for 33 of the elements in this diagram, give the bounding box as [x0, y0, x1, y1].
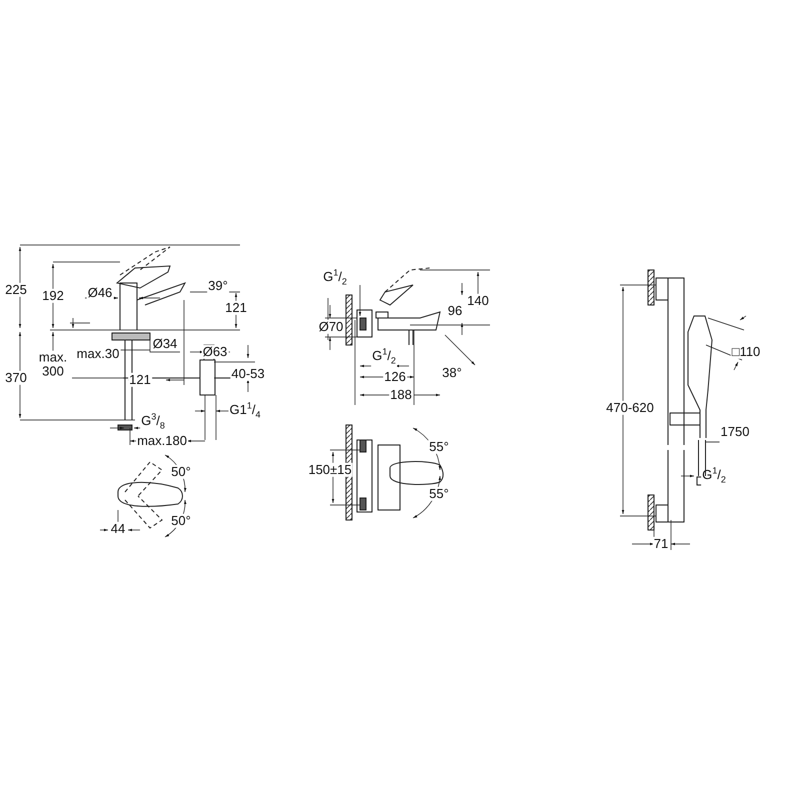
dimension-label: 40-53	[230, 366, 266, 382]
dimension-label: 39°	[207, 278, 229, 294]
dimension-label: Ø46	[86, 286, 114, 300]
dimension-label: 370	[4, 370, 28, 386]
dimension-label: max.30	[76, 346, 120, 362]
dimension-label: max.180	[136, 434, 188, 448]
dimension-label: 140	[466, 294, 490, 308]
dimension-label: 96	[446, 304, 464, 318]
dimension-label: □110	[730, 344, 762, 360]
dimension-label: G$^{1}$/$_{2}$	[701, 466, 727, 486]
dimension-label: 192	[41, 288, 65, 304]
dimension-label: 44	[110, 522, 126, 536]
dimension-label: 225	[4, 282, 28, 298]
dimension-label: 470-620	[605, 400, 655, 416]
dimension-label: 50°	[170, 464, 192, 480]
dimension-label: 38°	[441, 366, 463, 380]
dimension-label: 150±15	[307, 462, 353, 478]
callout-text: 1750	[720, 424, 750, 440]
dimension-label: G$^{3}$/$_{8}$	[140, 412, 166, 432]
dimension-label: 121	[128, 372, 152, 388]
dimension-label: 55°	[428, 486, 450, 502]
dimension-label: 188	[389, 388, 413, 402]
dimension-label: Ø70	[318, 320, 344, 334]
dimension-label: 121	[224, 300, 248, 316]
dimension-label: G$^{1}$/$_{2}$	[322, 268, 348, 288]
dimension-label: Ø63	[202, 344, 228, 360]
dimension-label: 71	[652, 536, 670, 552]
dimension-label: Ø34	[152, 336, 178, 352]
dimension-label: 50°	[170, 514, 192, 528]
dimension-label: G1$^{1}$/$_{4}$	[228, 402, 262, 420]
dimension-label: 126	[383, 370, 407, 384]
dimension-label: G$^{1}$/$_{2}$	[371, 348, 397, 366]
dimension-label: 55°	[428, 440, 450, 454]
